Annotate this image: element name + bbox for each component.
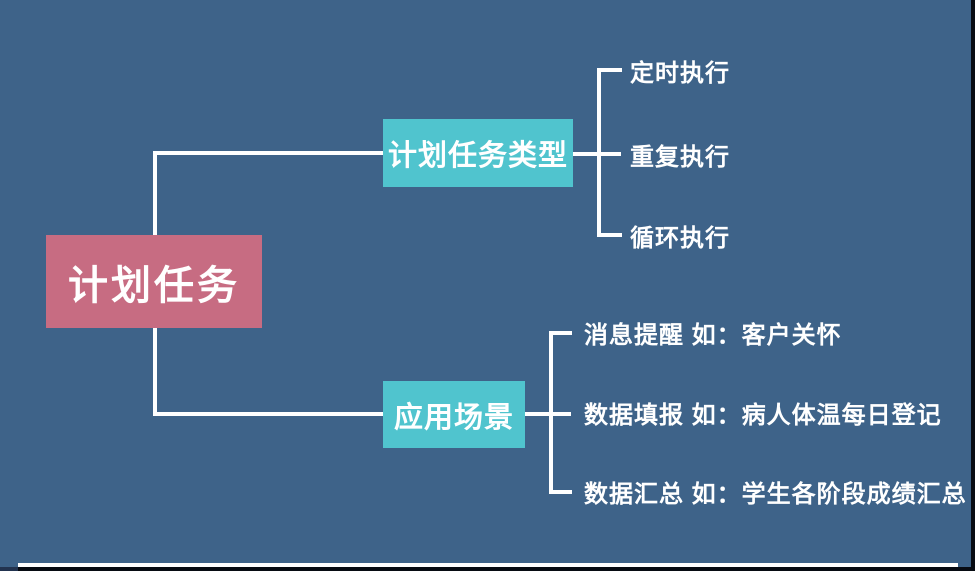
slide-bottom-frame-left <box>0 567 18 571</box>
connector-stub-summary <box>549 490 572 494</box>
connector-task-types-vertical <box>597 68 601 237</box>
connector-stub-loop <box>597 233 622 237</box>
leaf-loop-execution: 循环执行 <box>630 225 730 252</box>
leaf-message-reminder: 消息提醒 如：客户关怀 <box>584 322 842 349</box>
slide-right-frame <box>971 0 975 571</box>
connector-use-cases-horizontal <box>525 412 571 416</box>
leaf-data-entry: 数据填报 如：病人体温每日登记 <box>584 402 942 429</box>
connector-root-to-task-types <box>153 151 383 155</box>
leaf-repeated-execution: 重复执行 <box>630 144 730 171</box>
connector-root-to-use-cases <box>153 412 383 416</box>
root-node: 计划任务 <box>46 235 262 328</box>
branch-node-use-cases: 应用场景 <box>383 381 525 448</box>
connector-stub-timed <box>597 68 622 72</box>
connector-stub-message <box>549 331 572 335</box>
connector-use-cases-vertical <box>549 331 553 494</box>
slide-bottom-edge-line <box>18 563 958 567</box>
slide-bottom-frame <box>0 567 975 571</box>
leaf-timed-execution: 定时执行 <box>630 60 730 87</box>
branch-node-task-types: 计划任务类型 <box>383 119 573 187</box>
leaf-data-summary: 数据汇总 如：学生各阶段成绩汇总 <box>584 481 967 508</box>
